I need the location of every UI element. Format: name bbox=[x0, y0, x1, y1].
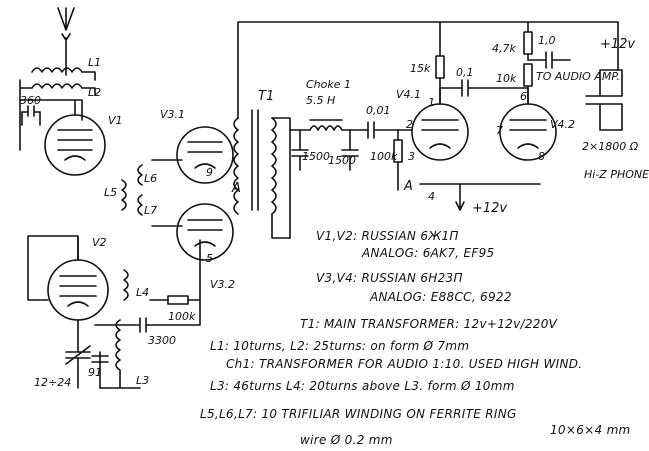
label-l4: L4 bbox=[136, 286, 149, 299]
capacitor-001 bbox=[367, 121, 413, 139]
label-c10: 1,0 bbox=[538, 34, 556, 47]
resistor-100k-grid bbox=[393, 129, 403, 191]
resistor-15k bbox=[435, 21, 445, 105]
note-l5-l7: L5,L6,L7: 10 TRIFILIAR WINDING ON FERRIT… bbox=[200, 407, 517, 421]
tube-v3-2 bbox=[176, 203, 234, 261]
capacitor-01 bbox=[439, 79, 529, 97]
label-v2: V2 bbox=[92, 236, 107, 249]
resistor-10k bbox=[523, 63, 533, 105]
capacitor-1500-b bbox=[341, 129, 359, 171]
capacitor-1-0 bbox=[527, 51, 571, 69]
phones-symbol bbox=[585, 21, 623, 131]
pin-7: 7 bbox=[496, 124, 503, 137]
label-l3: L3 bbox=[136, 374, 149, 387]
label-l7: L7 bbox=[144, 204, 157, 217]
tube-v3-1 bbox=[176, 126, 234, 184]
label-to-audio: TO AUDIO AMP. bbox=[536, 70, 620, 83]
note-t1: T1: MAIN TRANSFORMER: 12v+12v/220V bbox=[300, 317, 558, 331]
antenna-symbol bbox=[57, 7, 75, 76]
label-c1500-b: 1500 bbox=[328, 154, 356, 167]
pin-9: 9 bbox=[206, 166, 213, 179]
label-c360: 360 bbox=[20, 94, 41, 107]
bottom-rail bbox=[419, 183, 541, 211]
pin-6: 6 bbox=[520, 90, 527, 103]
pin-8: 8 bbox=[538, 150, 545, 163]
label-node-a-right: A bbox=[403, 179, 413, 194]
resistor-100k-bottom bbox=[149, 295, 201, 305]
tube-v1 bbox=[44, 99, 106, 176]
label-l5: L5 bbox=[104, 186, 117, 199]
capacitor-1500-a bbox=[291, 129, 309, 171]
label-t1: T1 bbox=[258, 89, 274, 104]
label-r100k-bottom: 100k bbox=[168, 310, 196, 323]
label-choke: Choke 1 bbox=[306, 78, 351, 91]
label-phones: Hi-Z PHONE bbox=[584, 168, 649, 181]
transformer-t1 bbox=[233, 21, 619, 239]
label-plus12-bottom: +12v bbox=[472, 201, 507, 216]
label-choke-value: 5.5 H bbox=[306, 94, 335, 107]
label-c01: 0,1 bbox=[456, 66, 474, 79]
label-c91: 91 bbox=[88, 366, 102, 379]
label-v3-2: V3.2 bbox=[210, 278, 235, 291]
label-c3300: 3300 bbox=[148, 334, 176, 347]
label-r10k: 10k bbox=[496, 72, 517, 85]
label-r100k-grid: 100k bbox=[370, 150, 398, 163]
note-wire: wire Ø 0.2 mm bbox=[300, 433, 393, 447]
label-v3-1: V3.1 bbox=[160, 108, 185, 121]
pin-4: 4 bbox=[428, 190, 435, 203]
label-l1: L1 bbox=[88, 56, 101, 69]
note-l1-l2: L1: 10turns, L2: 25turns: on form Ø 7mm bbox=[210, 339, 469, 353]
note-l3-l4: L3: 46turns L4: 20turns above L3. form Ø… bbox=[210, 379, 515, 393]
label-c001: 0,01 bbox=[366, 104, 391, 117]
label-r15k: 15k bbox=[410, 62, 431, 75]
note-v3-v4-analog: ANALOG: E88CC, 6922 bbox=[369, 290, 512, 304]
coil-l1-l2 bbox=[19, 67, 96, 151]
pin-1: 1 bbox=[428, 96, 435, 109]
label-v4-2: V4.2 bbox=[550, 118, 575, 131]
label-l6: L6 bbox=[144, 172, 157, 185]
note-v3-v4: V3,V4: RUSSIAN 6H23П bbox=[316, 271, 463, 285]
resistor-4-7k bbox=[523, 21, 533, 61]
label-r47k: 4,7k bbox=[492, 42, 516, 55]
trim-capacitor bbox=[65, 319, 109, 389]
coil-l3-l4 bbox=[99, 269, 141, 389]
note-v1-v2-analog: ANALOG: 6AK7, EF95 bbox=[361, 246, 494, 260]
label-ctrim: 12÷24 bbox=[34, 376, 71, 389]
note-ch1: Ch1: TRANSFORMER FOR AUDIO 1:10. USED HI… bbox=[226, 357, 582, 371]
label-v4-1: V4.1 bbox=[396, 88, 421, 101]
label-l2: L2 bbox=[88, 86, 101, 99]
note-ring: 10×6×4 mm bbox=[550, 423, 631, 437]
pin-3: 3 bbox=[408, 150, 415, 163]
label-c1500-a: 1500 bbox=[302, 150, 330, 163]
note-v1-v2: V1,V2: RUSSIAN 6Ж1П bbox=[316, 229, 459, 243]
choke-1 bbox=[289, 119, 369, 131]
capacitor-3300 bbox=[94, 239, 201, 333]
label-phones-r: 2×1800 Ω bbox=[582, 140, 639, 153]
capacitor-360 bbox=[21, 105, 41, 126]
pin-2: 2 bbox=[406, 118, 413, 131]
label-v1: V1 bbox=[108, 114, 123, 127]
pin-5: 5 bbox=[206, 252, 213, 265]
